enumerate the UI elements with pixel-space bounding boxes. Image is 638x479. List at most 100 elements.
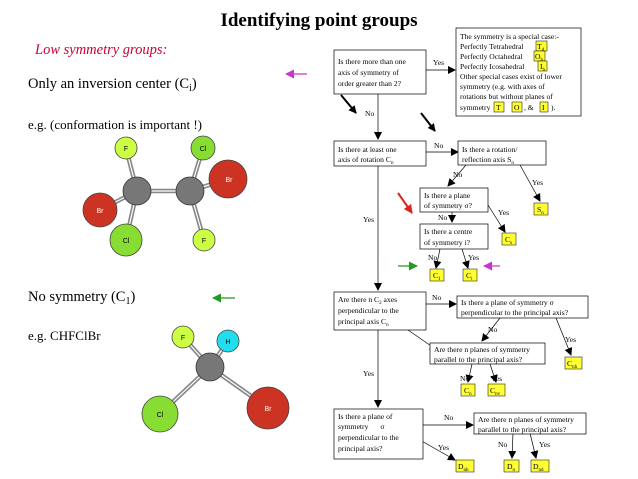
hint-arrow-red xyxy=(397,192,413,214)
atom-label: Br xyxy=(265,406,273,413)
question-more-than-one-axis xyxy=(333,49,427,95)
svg-text:No: No xyxy=(438,213,447,222)
question-centre-of-symmetry xyxy=(419,223,489,250)
svg-text:No: No xyxy=(428,253,437,262)
svg-text:Is there more than one: Is there more than one xyxy=(338,57,407,66)
question-n-c2-axes xyxy=(333,291,427,331)
atom-label: Cl xyxy=(157,412,164,419)
svg-text:Is there a rotation/: Is there a rotation/ xyxy=(462,145,518,154)
svg-text:Is there a plane of symmetry σ: Is there a plane of symmetry σ xyxy=(461,298,554,307)
question-plane-of-symmetry xyxy=(419,187,489,213)
ci-example: e.g. (conformation is important !) xyxy=(28,117,203,132)
svg-text:principal axis?: principal axis? xyxy=(338,444,383,453)
svg-text:No: No xyxy=(434,141,443,150)
atom-br xyxy=(208,159,248,199)
atom-label: Cl xyxy=(123,238,130,245)
group-oh: Oh xyxy=(535,52,543,63)
svg-text:perpendicular to the: perpendicular to the xyxy=(338,433,399,442)
atom-label: F xyxy=(124,146,128,153)
group-t: T xyxy=(496,103,501,112)
svg-text:Yes: Yes xyxy=(433,58,444,67)
svg-text:Yes: Yes xyxy=(565,335,576,344)
group-o: O xyxy=(514,103,520,112)
atom-f xyxy=(171,325,195,349)
svg-text:perpendicular to the: perpendicular to the xyxy=(338,306,399,315)
svg-text:axis of symmetry of: axis of symmetry of xyxy=(338,68,399,77)
group-sn: Sn xyxy=(537,205,544,216)
group-c1: C1 xyxy=(433,271,441,282)
svg-text:Yes: Yes xyxy=(363,215,374,224)
atom-h xyxy=(216,329,240,353)
svg-text:No: No xyxy=(498,440,507,449)
svg-text:Yes: Yes xyxy=(468,253,479,262)
atom-f xyxy=(192,228,216,252)
hint-arrow xyxy=(420,112,436,132)
svg-text:Are there n C2 axes: Are there n C2 axes xyxy=(338,295,397,306)
atom-f xyxy=(114,136,138,160)
svg-text:Perfectly Tetrahedral: Perfectly Tetrahedral xyxy=(460,42,524,51)
svg-text:order greater than 2?: order greater than 2? xyxy=(338,79,402,88)
group-ci: Ci xyxy=(466,271,473,282)
atom-label: F xyxy=(181,335,185,342)
svg-text:reflection axis Sn: reflection axis Sn xyxy=(462,155,514,166)
question-plane-perpendicular-1 xyxy=(456,295,589,319)
group-ih: Ih xyxy=(540,62,546,73)
c1-description: No symmetry (C1) xyxy=(28,289,136,307)
svg-text:axis of rotation Cn: axis of rotation Cn xyxy=(338,155,394,166)
svg-text:parallel to the principal axis: parallel to the principal axis? xyxy=(478,425,567,434)
svg-text:Yes: Yes xyxy=(532,178,543,187)
atom-c xyxy=(175,176,205,206)
group-cnh: Cnh xyxy=(567,359,578,370)
atom-c xyxy=(195,352,225,382)
svg-text:No: No xyxy=(453,170,462,179)
question-rotation-reflection xyxy=(457,140,547,166)
svg-text:No: No xyxy=(365,109,374,118)
svg-text:Is there a centre: Is there a centre xyxy=(424,227,473,236)
svg-text:symmetry: symmetry xyxy=(460,103,491,112)
question-n-planes-parallel-1 xyxy=(429,342,546,365)
svg-text:Perfectly Icosahedral: Perfectly Icosahedral xyxy=(460,62,524,71)
ci-description: Only an inversion center (Ci) xyxy=(28,76,197,94)
svg-text:Is there a plane of: Is there a plane of xyxy=(338,412,393,421)
flowchart: Is there more than one axis of symmetry … xyxy=(333,27,589,473)
svg-text:of symmetry σ?: of symmetry σ? xyxy=(424,201,473,210)
atom-label: F xyxy=(202,238,206,245)
svg-text:No: No xyxy=(444,413,453,422)
group-dnh: Dnh xyxy=(458,462,469,473)
svg-text:rotations but without planes o: rotations but without planes of xyxy=(460,92,553,101)
svg-text:Other special cases exist of l: Other special cases exist of lower xyxy=(460,72,562,81)
special-case-box xyxy=(455,27,582,117)
question-plane-perpendicular-2 xyxy=(333,408,424,460)
atom-label: Br xyxy=(226,177,234,184)
svg-text:, &: , & xyxy=(524,103,534,112)
svg-text:symmetry (e.g. with axes of: symmetry (e.g. with axes of xyxy=(460,82,545,91)
svg-text:Yes: Yes xyxy=(491,374,502,383)
group-dnd: Dnd xyxy=(533,462,544,473)
page-title: Identifying point groups xyxy=(220,10,418,31)
atom-label: H xyxy=(225,339,230,346)
molecule-ci: F Cl Br Br Cl F xyxy=(82,135,248,257)
atom-br xyxy=(82,192,118,228)
group-dn: Dn xyxy=(507,462,515,473)
group-cnv: Cnv xyxy=(490,386,501,397)
molecule-c1: F H Cl Br xyxy=(141,325,290,433)
svg-text:).: ). xyxy=(551,103,556,112)
group-td: Td xyxy=(537,42,545,53)
question-at-least-one-axis xyxy=(333,140,427,167)
atom-br xyxy=(246,386,290,430)
svg-text:principal axis Cn: principal axis Cn xyxy=(338,317,389,328)
hint-arrow xyxy=(340,94,357,114)
group-i: I xyxy=(542,103,545,112)
group-cn: Cn xyxy=(464,386,472,397)
svg-text:Are there n planes of symmetry: Are there n planes of symmetry xyxy=(434,345,530,354)
atom-label: Cl xyxy=(200,146,207,153)
atom-cl xyxy=(109,223,143,257)
svg-text:Are there n planes of symmetry: Are there n planes of symmetry xyxy=(478,415,574,424)
atom-cl xyxy=(141,395,179,433)
svg-text:Yes: Yes xyxy=(498,208,509,217)
svg-text:of symmetry i?: of symmetry i? xyxy=(424,238,471,247)
group-cs: Cs xyxy=(505,235,512,246)
svg-text:Perfectly Octahedral: Perfectly Octahedral xyxy=(460,52,523,61)
